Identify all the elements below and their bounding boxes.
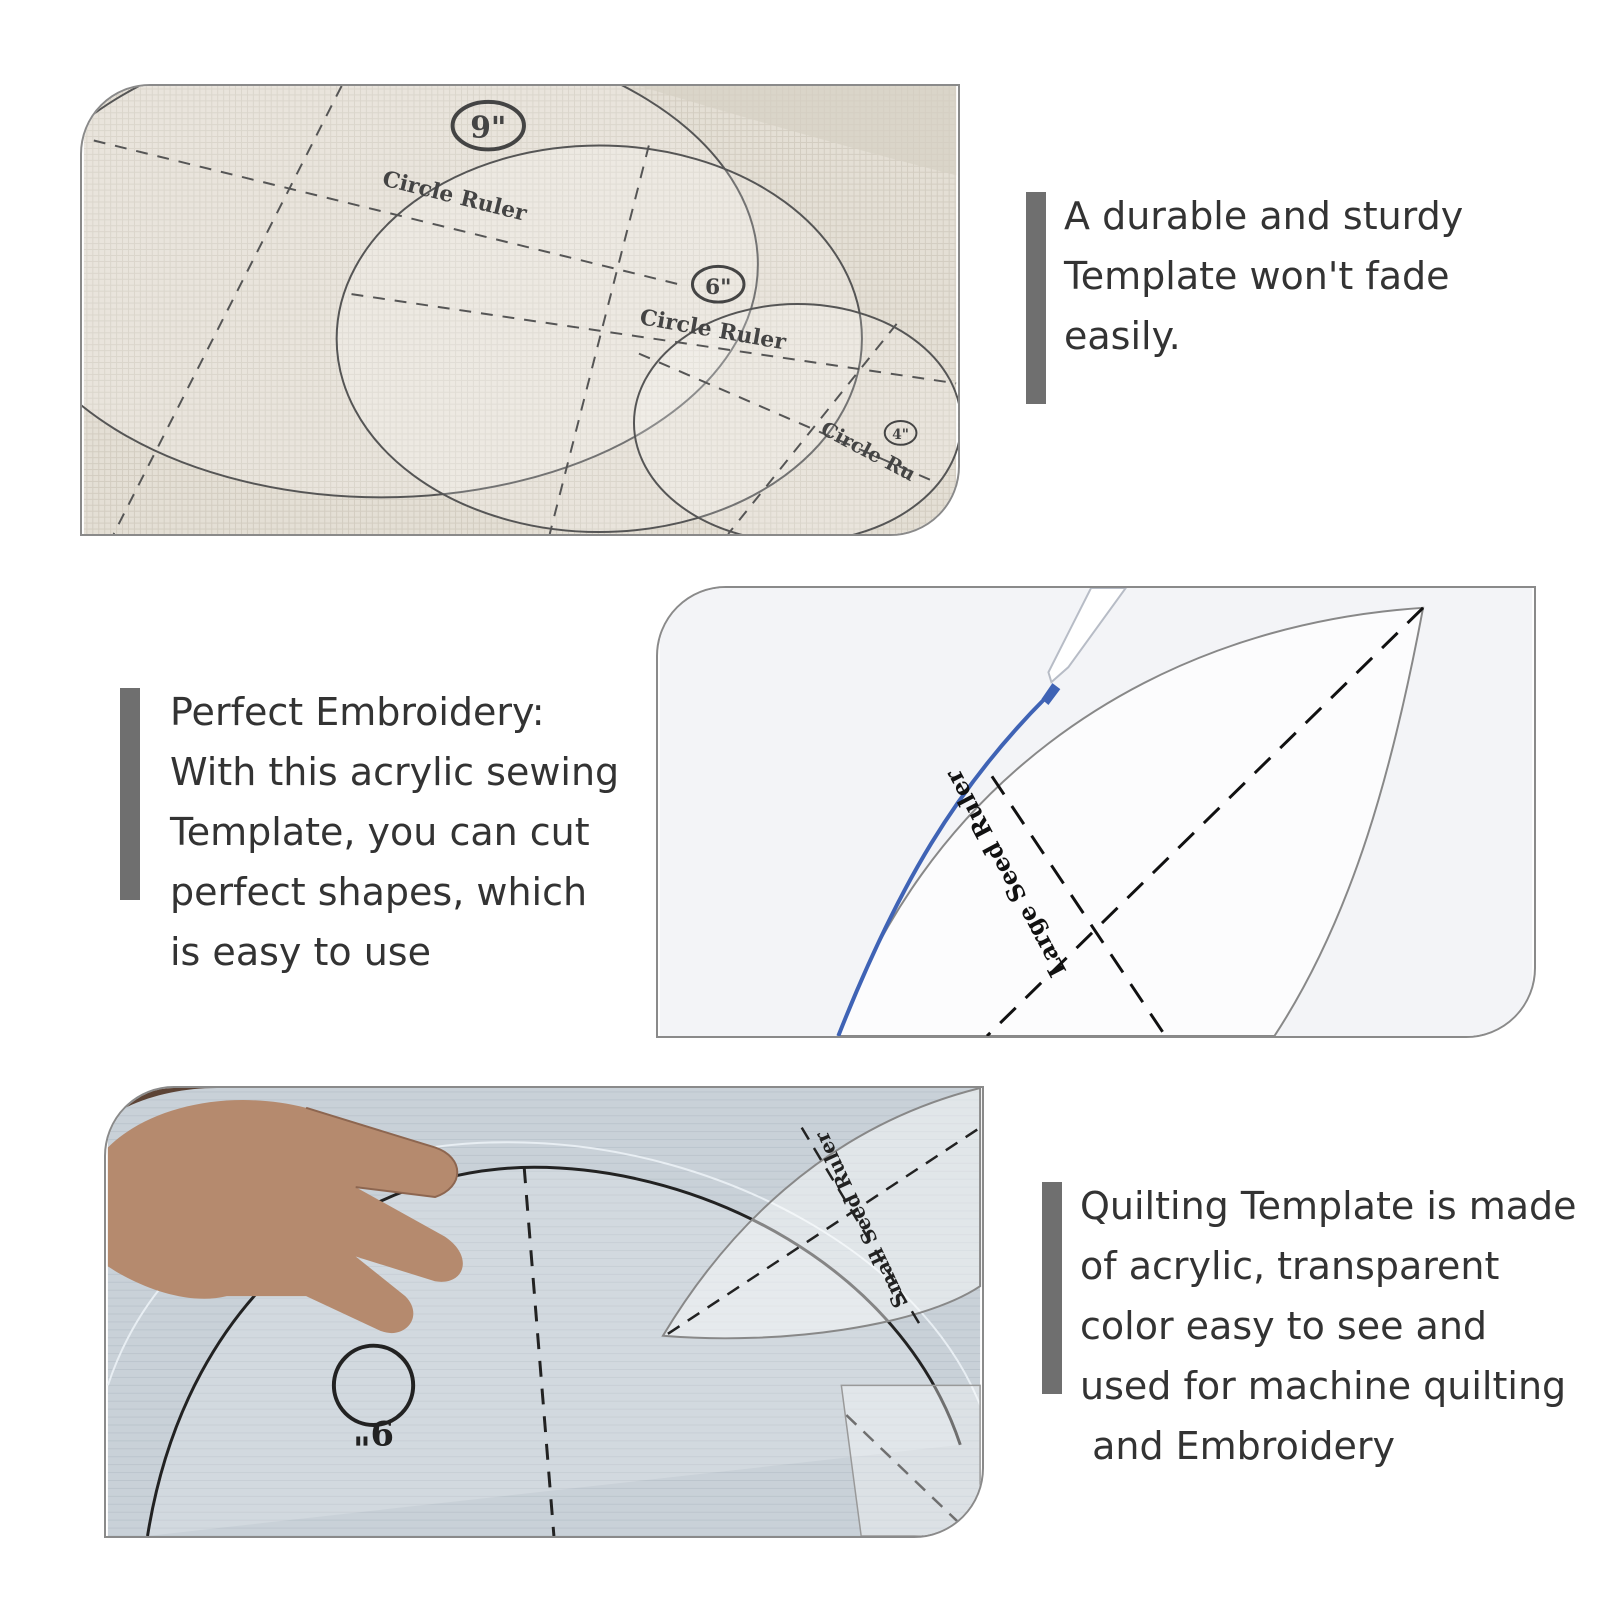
feature-line: Template, you can cut — [170, 810, 590, 854]
feature-line: color easy to see and — [1080, 1304, 1488, 1348]
seed-ruler-corner — [840, 1384, 981, 1536]
feature-line: is easy to use — [170, 930, 431, 974]
accent-bar — [120, 688, 140, 900]
feature-text: Quilting Template is made of acrylic, tr… — [1080, 1176, 1577, 1476]
accent-bar — [1026, 192, 1046, 404]
dashed-guides — [667, 1126, 981, 1526]
marker-pen-icon — [1041, 588, 1127, 705]
photo-circle-rulers: 9" Circle Ruler 6" Circle Ruler 4" Circl… — [80, 84, 960, 536]
small-seed-ruler — [661, 1088, 982, 1340]
seed-ruler-illustration: Large Seed Ruler — [659, 588, 1533, 1036]
size-badge-6 — [690, 264, 746, 304]
feature-line: used for machine quilting — [1080, 1364, 1567, 1408]
photo-hand-ruler: Small Seed Ruler 9" — [104, 1086, 984, 1538]
feature-line: Quilting Template is made — [1080, 1184, 1577, 1228]
dashed-guides — [93, 86, 957, 534]
feature-line: easily. — [1064, 314, 1181, 358]
size-badge-9 — [450, 99, 526, 152]
feature-line: A durable and sturdy — [1064, 194, 1464, 238]
fabric-fold — [638, 86, 957, 176]
size-badge-4 — [883, 420, 918, 446]
accent-bar — [1042, 1182, 1062, 1394]
feature-text: A durable and sturdy Template won't fade… — [1064, 186, 1463, 366]
feature-text: Perfect Embroidery: With this acrylic se… — [170, 682, 619, 982]
feature-embroidery: Perfect Embroidery: With this acrylic se… — [120, 682, 619, 982]
feature-line: Perfect Embroidery: — [170, 690, 545, 734]
feature-line: and Embroidery — [1080, 1424, 1396, 1468]
feature-quilting: Quilting Template is made of acrylic, tr… — [1042, 1176, 1577, 1476]
circle-ruler-4 — [633, 303, 958, 534]
size-badge-9 — [331, 1343, 416, 1427]
size-label-6: 6" — [705, 275, 732, 300]
photo-seed-ruler-marker: Large Seed Ruler — [656, 586, 1536, 1038]
size-label-9: 9" — [470, 111, 506, 146]
feature-line: With this acrylic sewing — [170, 750, 620, 794]
circle-rulers-illustration: 9" Circle Ruler 6" Circle Ruler 4" Circl… — [82, 86, 958, 534]
feature-line: perfect shapes, which — [170, 870, 588, 914]
size-label-9: 9" — [353, 1413, 394, 1453]
linen-background — [83, 86, 957, 534]
seed-ruler-shape — [837, 606, 1425, 1036]
hand-ruler-illustration: Small Seed Ruler 9" — [106, 1088, 982, 1536]
dashed-guide — [522, 1167, 556, 1536]
dashed-guides — [985, 606, 1425, 1036]
feature-line: Template won't fade — [1064, 254, 1450, 298]
feature-line: of acrylic, transparent — [1080, 1244, 1500, 1288]
marker-trace — [836, 695, 1048, 1036]
feature-durable: A durable and sturdy Template won't fade… — [1026, 186, 1463, 404]
circle-ruler-9 — [82, 86, 759, 499]
size-label-4: 4" — [892, 427, 909, 443]
